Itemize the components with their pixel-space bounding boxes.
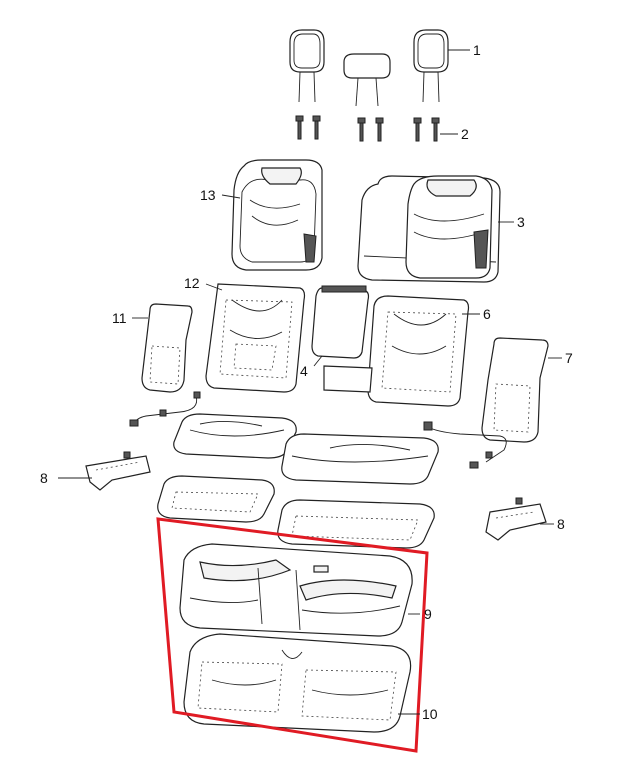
leader-lines — [58, 49, 562, 715]
seat-cushion-frame-right[interactable] — [277, 499, 435, 549]
seat-back-left[interactable] — [231, 159, 323, 271]
callout-9: 9 — [424, 606, 432, 622]
wire-harness-right[interactable] — [423, 421, 507, 469]
callout-8-left: 8 — [40, 470, 48, 486]
callout-7: 7 — [565, 350, 573, 366]
callout-13: 13 — [200, 187, 216, 203]
callout-12: 12 — [184, 275, 200, 291]
headrest-guides[interactable] — [295, 115, 440, 142]
seat-cushion-frame-left[interactable] — [157, 475, 275, 523]
side-bolster-left[interactable] — [141, 303, 193, 393]
seat-cushion-pad[interactable] — [183, 633, 412, 733]
callout-8-right: 8 — [557, 516, 565, 532]
headrest-right[interactable] — [413, 29, 449, 103]
wire-harness-left[interactable] — [129, 391, 201, 427]
callout-2: 2 — [461, 126, 469, 142]
callout-3: 3 — [517, 214, 525, 230]
seat-cushion-cover[interactable] — [179, 543, 413, 637]
mounting-bracket-right[interactable] — [485, 497, 547, 541]
headrest-left[interactable] — [289, 29, 325, 103]
callout-4: 4 — [300, 363, 308, 379]
callout-6: 6 — [483, 306, 491, 322]
seat-back-right[interactable] — [357, 175, 501, 283]
callout-11: 11 — [112, 310, 127, 326]
callout-10: 10 — [422, 706, 438, 722]
headrest-center[interactable] — [343, 53, 391, 107]
seat-cushion-pad-right-upper[interactable] — [281, 433, 439, 485]
callout-1: 1 — [473, 42, 481, 58]
mounting-bracket-left[interactable] — [85, 451, 151, 491]
callouts: 1 2 3 4 6 7 8 8 9 10 11 12 13 — [40, 42, 573, 722]
seat-back-frame-right[interactable] — [323, 295, 470, 407]
seat-back-frame-left[interactable] — [205, 283, 306, 393]
seat-back-panel[interactable] — [311, 285, 370, 359]
side-bolster-right[interactable] — [481, 337, 549, 443]
seat-cushion-pad-left-upper[interactable] — [173, 413, 297, 459]
highlight-box — [156, 517, 429, 753]
